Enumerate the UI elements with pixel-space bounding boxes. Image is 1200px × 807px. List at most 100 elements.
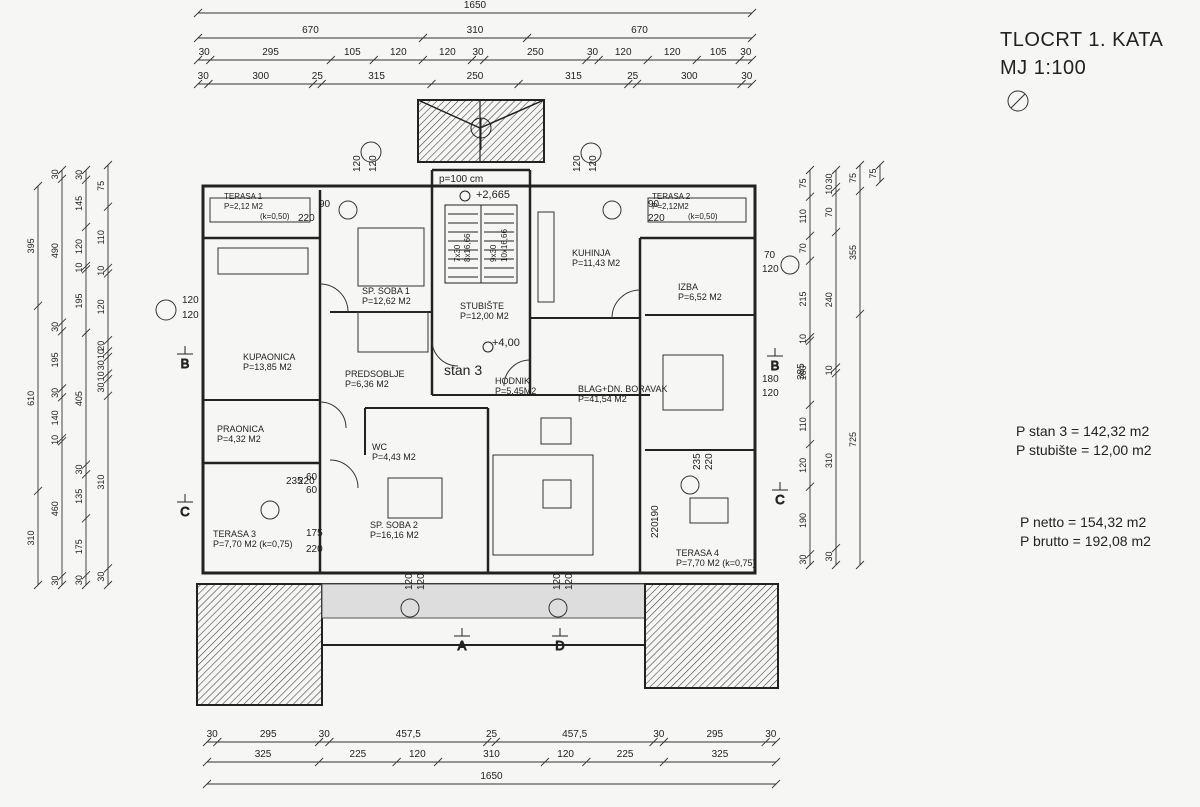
opening-12: 180	[762, 374, 779, 385]
opening-18: 235	[286, 476, 303, 487]
opening-19: 220	[298, 476, 315, 487]
left-dim-c1-value: 310	[26, 530, 36, 545]
opening-17: 220	[306, 544, 323, 555]
top-dim-row3-value: 120	[439, 47, 456, 58]
left-dim-c2-value: 30	[50, 322, 60, 332]
top-dim-row2-value: 310	[467, 25, 484, 36]
top-dim-row4-value: 25	[627, 71, 639, 82]
left-dim-c3-value: 30	[74, 464, 84, 474]
top-dim-row4-value: 300	[681, 71, 698, 82]
room-name-3: KUHINJA	[572, 248, 611, 258]
left-dim-c4-value: 10	[96, 266, 106, 276]
building-walls	[201, 168, 757, 575]
bottom-dim-row1-value: 295	[706, 729, 723, 740]
room-area-14: P=7,70 M2 (k=0,75)	[676, 558, 756, 568]
opening-6: 90	[648, 199, 660, 210]
room-name-14: TERASA 4	[676, 548, 719, 558]
bottom-dim-total-value: 1650	[480, 771, 503, 782]
left-dim-c2-value: 195	[50, 352, 60, 367]
room-name-4: TERASA 2	[652, 192, 691, 201]
left-dim-c3-value: 120	[74, 239, 84, 254]
section-b-right: B	[771, 358, 780, 373]
section-c-left: C	[180, 504, 189, 519]
room-area-10: P=4,32 M2	[217, 434, 261, 444]
level-lower: +4,00	[492, 337, 520, 349]
right-dim-c1-value: 10	[798, 334, 808, 344]
room-extra-0: (k=0,50)	[260, 212, 290, 221]
bottom-dim-row2-value: 310	[483, 749, 500, 760]
opening-20: 190	[650, 505, 661, 522]
left-dim-c3-value: 175	[74, 539, 84, 554]
area-totals: P netto = 154,32 m2 P brutto = 192,08 m2	[1020, 513, 1151, 551]
title-line1: TLOCRT 1. KATA	[1000, 29, 1164, 51]
opening-markers	[155, 90, 1029, 618]
left-dim-c4-value: 10	[96, 349, 106, 359]
room-area-3: P=11,43 M2	[572, 258, 620, 268]
right-dim-c2-value: 10	[824, 365, 834, 375]
room-area-5: P=6,52 M2	[678, 292, 722, 302]
stan-label: stan 3	[444, 362, 482, 378]
area-netto: P netto = 154,32 m2	[1020, 514, 1147, 530]
left-dim-c4-value: 30	[96, 383, 106, 393]
left-dim-c3-value: 10	[74, 263, 84, 273]
top-dim-row3-value: 105	[710, 47, 727, 58]
left-dim-c4-value: 310	[96, 475, 106, 490]
left-dim-c2-value: 30	[50, 576, 60, 586]
plan-title: TLOCRT 1. KATA MJ 1:100	[1000, 26, 1163, 82]
right-dim-c1-value: 110	[798, 209, 808, 223]
furniture	[209, 197, 747, 556]
bottom-dim-row1-value: 457,5	[562, 729, 587, 740]
room-extra-4: (k=0,50)	[688, 212, 718, 221]
left-dim-c2-value: 30	[50, 169, 60, 179]
opening-16: 175	[306, 528, 323, 539]
left-dim-c2-value: 490	[50, 243, 60, 258]
top-dim-row3-value: 120	[390, 47, 407, 58]
staircase	[444, 117, 518, 284]
section-b-left: B	[181, 356, 190, 371]
bottom-dim-row2-value: 225	[350, 749, 367, 760]
room-name-6: KUPAONICA	[243, 352, 295, 362]
room-name-10: PRAONICA	[217, 424, 264, 434]
left-dim-c3-value: 195	[74, 293, 84, 308]
left-dim-c3-value: 135	[74, 489, 84, 504]
opening-25: 120	[416, 573, 427, 590]
bottom-dim-row2-value: 325	[255, 749, 272, 760]
roof-below	[196, 583, 779, 706]
right-dim-c1-value: 30	[798, 555, 808, 565]
stair-flight2b: 10x16,66	[500, 229, 509, 262]
top-dim-row4-value: 30	[198, 71, 210, 82]
opening-1: 120	[368, 155, 379, 172]
opening-4: 120	[572, 155, 583, 172]
bottom-dim-row1-value: 30	[653, 729, 665, 740]
landing-label: p=100 cm	[439, 174, 483, 185]
bottom-dim-row2-value: 225	[617, 749, 634, 760]
bottom-dim-row2-value: 120	[409, 749, 426, 760]
opening-22: 235	[692, 453, 703, 470]
room-area-11: P=4,43 M2	[372, 452, 416, 462]
opening-7: 220	[648, 213, 665, 224]
left-dim-c3-value: 145	[74, 196, 84, 211]
top-dim-row4-value: 250	[467, 71, 484, 82]
opening-0: 120	[352, 155, 363, 172]
top-dim-row3-value: 30	[199, 47, 211, 58]
room-area-6: P=13,85 M2	[243, 362, 292, 372]
right-dim-c4-value: 75	[868, 168, 878, 178]
section-a: A	[458, 638, 467, 653]
area-stubiste: P stubište = 12,00 m2	[1016, 442, 1152, 458]
opening-11: 120	[182, 310, 199, 321]
title-line2: MJ 1:100	[1000, 57, 1087, 79]
right-dim-c2-value: 310	[824, 453, 834, 468]
top-dim-total-value: 1650	[464, 0, 487, 11]
opening-24: 120	[404, 573, 415, 590]
room-area-2: P=12,00 M2	[460, 311, 509, 321]
right-dim-c1-value: 120	[798, 458, 808, 473]
opening-21: 220	[650, 521, 661, 538]
top-dim-row3-value: 30	[473, 47, 485, 58]
right-dim-c2-value: 240	[824, 292, 834, 307]
right-dim-c2-value: 30	[824, 173, 834, 183]
left-dim-c4-value: 20	[96, 341, 106, 351]
level-upper: +2,665	[476, 189, 510, 201]
left-dim-c1-value: 395	[26, 238, 36, 253]
